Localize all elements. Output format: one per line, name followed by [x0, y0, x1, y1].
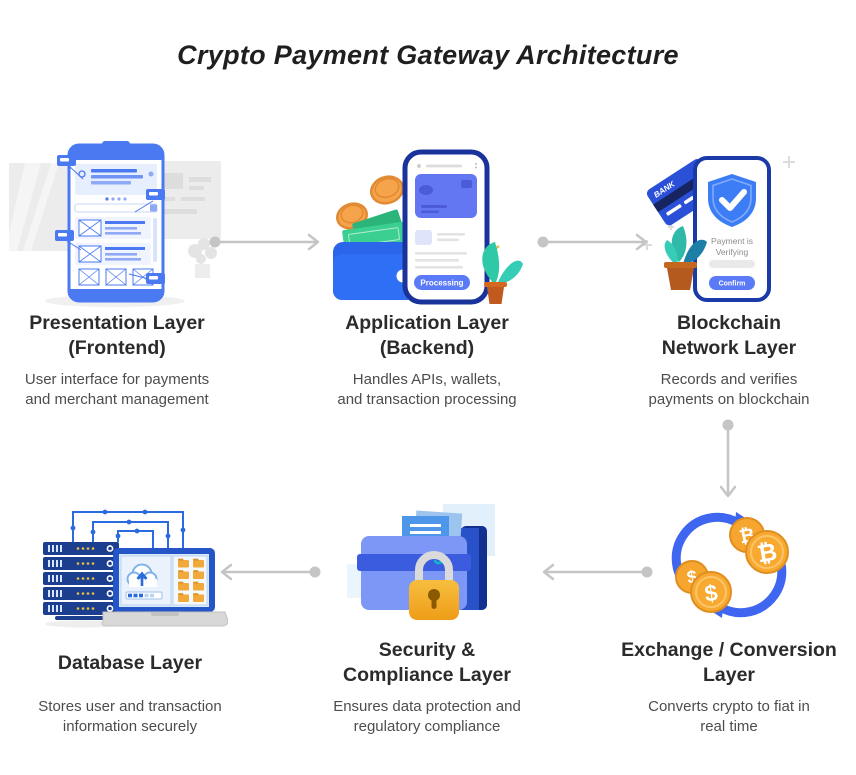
node-presentation-layer: Presentation Layer(Frontend) User interf… [0, 130, 247, 410]
server-laptop-icon [42, 509, 228, 628]
laptop-icon [101, 548, 228, 627]
flow-arrow-security-to-database [220, 563, 321, 581]
credit-card-icon [415, 174, 477, 218]
server-rack-icon [42, 542, 119, 620]
svg-text:$: $ [703, 579, 719, 607]
padlock-icon [408, 551, 459, 620]
application-illustration: Processing [327, 130, 527, 308]
database-illustration [33, 480, 228, 635]
currency-exchange-icon: ₿ ₿ $ $ [671, 512, 789, 618]
flow-arrow-presentation-to-application [209, 233, 320, 251]
wallet-phone-icon: Processing [333, 149, 523, 305]
node-database-layer: Database Layer Stores user and transacti… [0, 480, 260, 737]
annotation-tags [55, 155, 165, 284]
processing-button: Processing [414, 275, 470, 290]
payment-verify-icon: BANK Payment is Verifying [641, 156, 795, 302]
node-application-layer: Processing Application Layer(Backend) Ha… [297, 130, 557, 410]
shield-check-icon [707, 174, 756, 227]
exchange-illustration: ₿ ₿ $ $ [654, 480, 804, 635]
blockchain-illustration: BANK Payment is Verifying [637, 130, 822, 308]
security-layer-title: Security &Compliance Layer [343, 639, 511, 686]
presentation-illustration [7, 130, 227, 308]
dollar-coin-icon: $ $ [675, 560, 732, 613]
page-title: Crypto Payment Gateway Architecture [177, 40, 679, 70]
wallet-icon [333, 242, 415, 300]
network-dots [70, 509, 185, 539]
presentation-layer-title: Presentation Layer(Frontend) [29, 312, 205, 359]
svg-text:₿: ₿ [755, 538, 779, 568]
application-layer-title: Application Layer(Backend) [345, 312, 509, 359]
plant-icon [482, 242, 523, 304]
locked-folder-icon [346, 504, 495, 620]
svg-text:Payment is: Payment is [710, 236, 752, 246]
confirm-button: Confirm [708, 276, 755, 290]
node-security-layer: Security &Compliance Layer Ensures data … [297, 480, 557, 737]
security-illustration [345, 480, 510, 635]
cloud-upload-icon [126, 563, 157, 587]
app-wireframe-icon [9, 141, 221, 307]
flow-arrow-application-to-blockchain [537, 233, 648, 251]
flow-arrow-blockchain-to-exchange [719, 419, 737, 498]
svg-text:Confirm: Confirm [718, 281, 745, 288]
folder-grid-icons [177, 558, 204, 602]
database-layer-title: Database Layer [57, 651, 203, 674]
flow-arrow-exchange-to-security [542, 563, 653, 581]
wireframe-phone-mockup [67, 141, 165, 303]
verify-phone-mockup: Payment is Verifying Confirm [692, 156, 771, 302]
payment-phone-mockup: Processing [402, 149, 490, 305]
svg-text:Processing: Processing [420, 279, 463, 288]
bitcoin-coin-icon: ₿ ₿ [729, 517, 789, 574]
potted-plant-icon [663, 226, 707, 290]
gray-plant-icon [188, 238, 217, 278]
application-layer-desc: Handles APIs, wallets,and transaction pr… [337, 371, 517, 408]
node-blockchain-layer: BANK Payment is Verifying [599, 130, 856, 410]
progress-bar [708, 260, 755, 268]
svg-text:Verifying: Verifying [715, 247, 748, 257]
